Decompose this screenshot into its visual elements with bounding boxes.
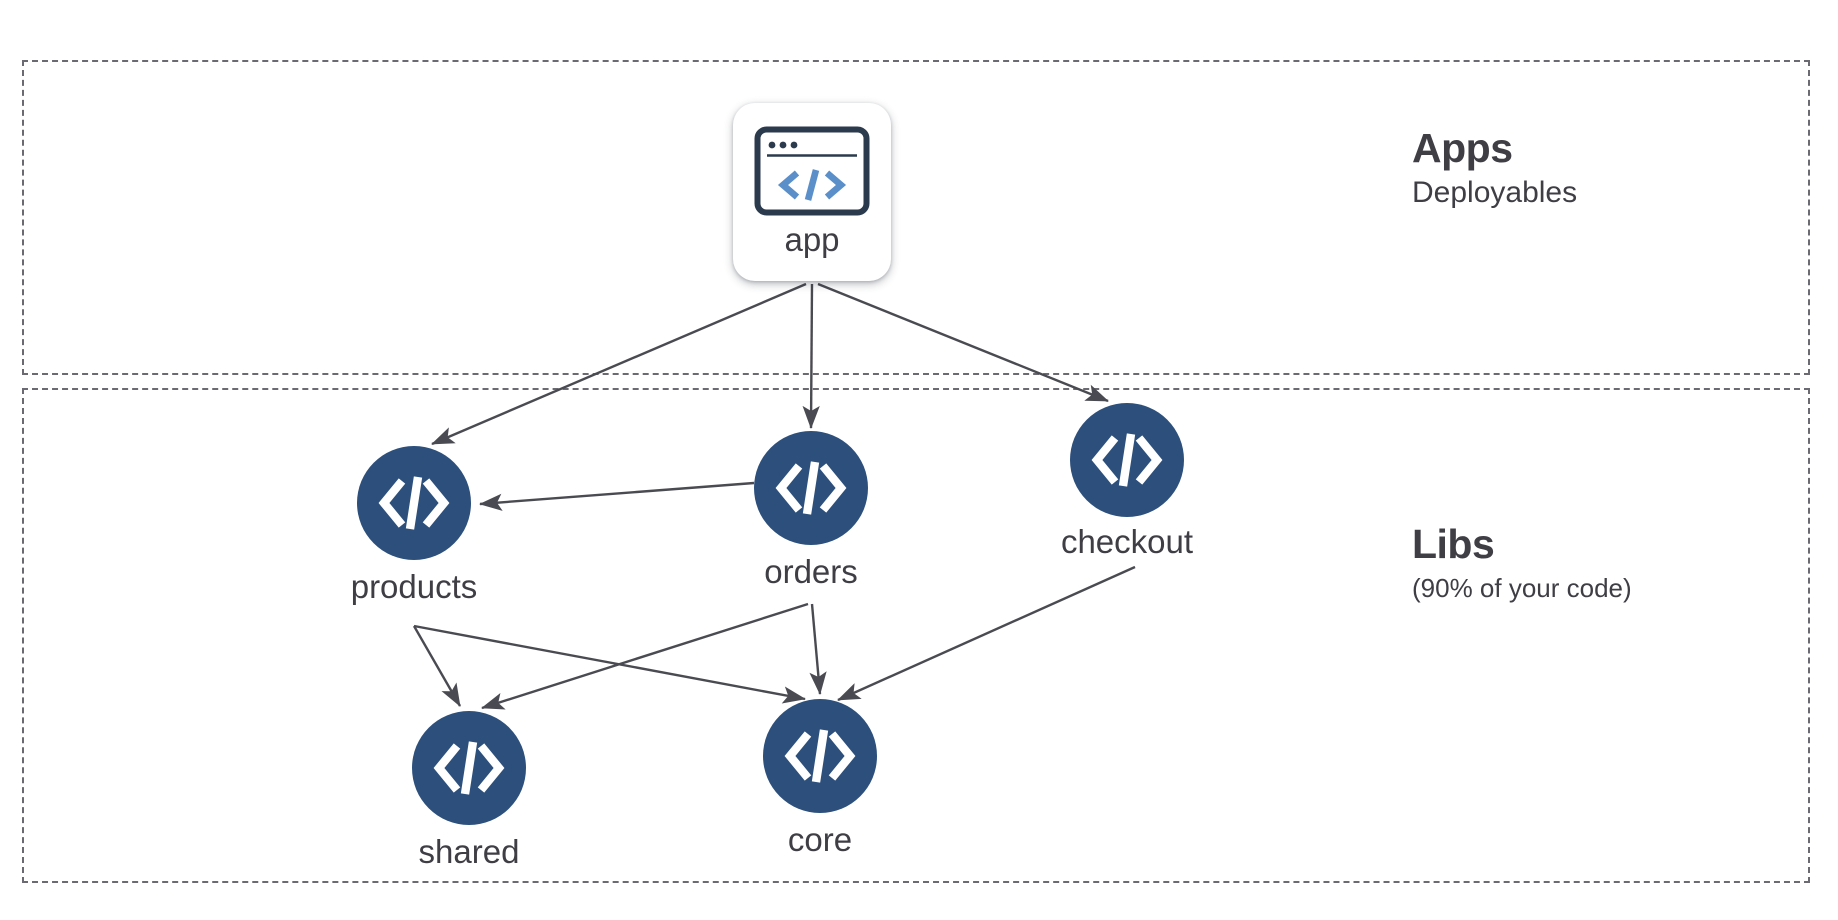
- code-icon: [433, 741, 505, 795]
- code-icon: [1091, 433, 1163, 487]
- code-icon: [784, 729, 856, 783]
- zone-libs-legend: Libs (90% of your code): [1412, 524, 1632, 604]
- zone-libs-title: Libs: [1412, 521, 1495, 567]
- zone-libs-subtitle: (90% of your code): [1412, 573, 1632, 603]
- node-products[interactable]: products: [351, 446, 477, 603]
- node-app-label: app: [784, 221, 840, 258]
- code-icon: [378, 476, 450, 530]
- browser-code-icon: [754, 126, 870, 216]
- node-products-label: products: [350, 568, 478, 605]
- node-orders-label: orders: [764, 553, 858, 590]
- code-icon: [775, 461, 847, 515]
- zone-apps: [22, 60, 1810, 375]
- node-core-label: core: [787, 821, 853, 858]
- zone-apps-legend: Apps Deployables: [1412, 128, 1577, 211]
- node-app[interactable]: app: [733, 103, 891, 281]
- node-shared[interactable]: shared: [412, 711, 526, 868]
- node-orders[interactable]: orders: [754, 431, 868, 588]
- node-core[interactable]: core: [763, 699, 877, 856]
- node-checkout[interactable]: checkout: [1061, 403, 1193, 558]
- zone-apps-title: Apps: [1412, 125, 1513, 171]
- node-checkout-label: checkout: [1060, 523, 1194, 560]
- node-shared-label: shared: [418, 833, 520, 870]
- zone-apps-subtitle: Deployables: [1412, 176, 1578, 209]
- zone-libs: [22, 388, 1810, 883]
